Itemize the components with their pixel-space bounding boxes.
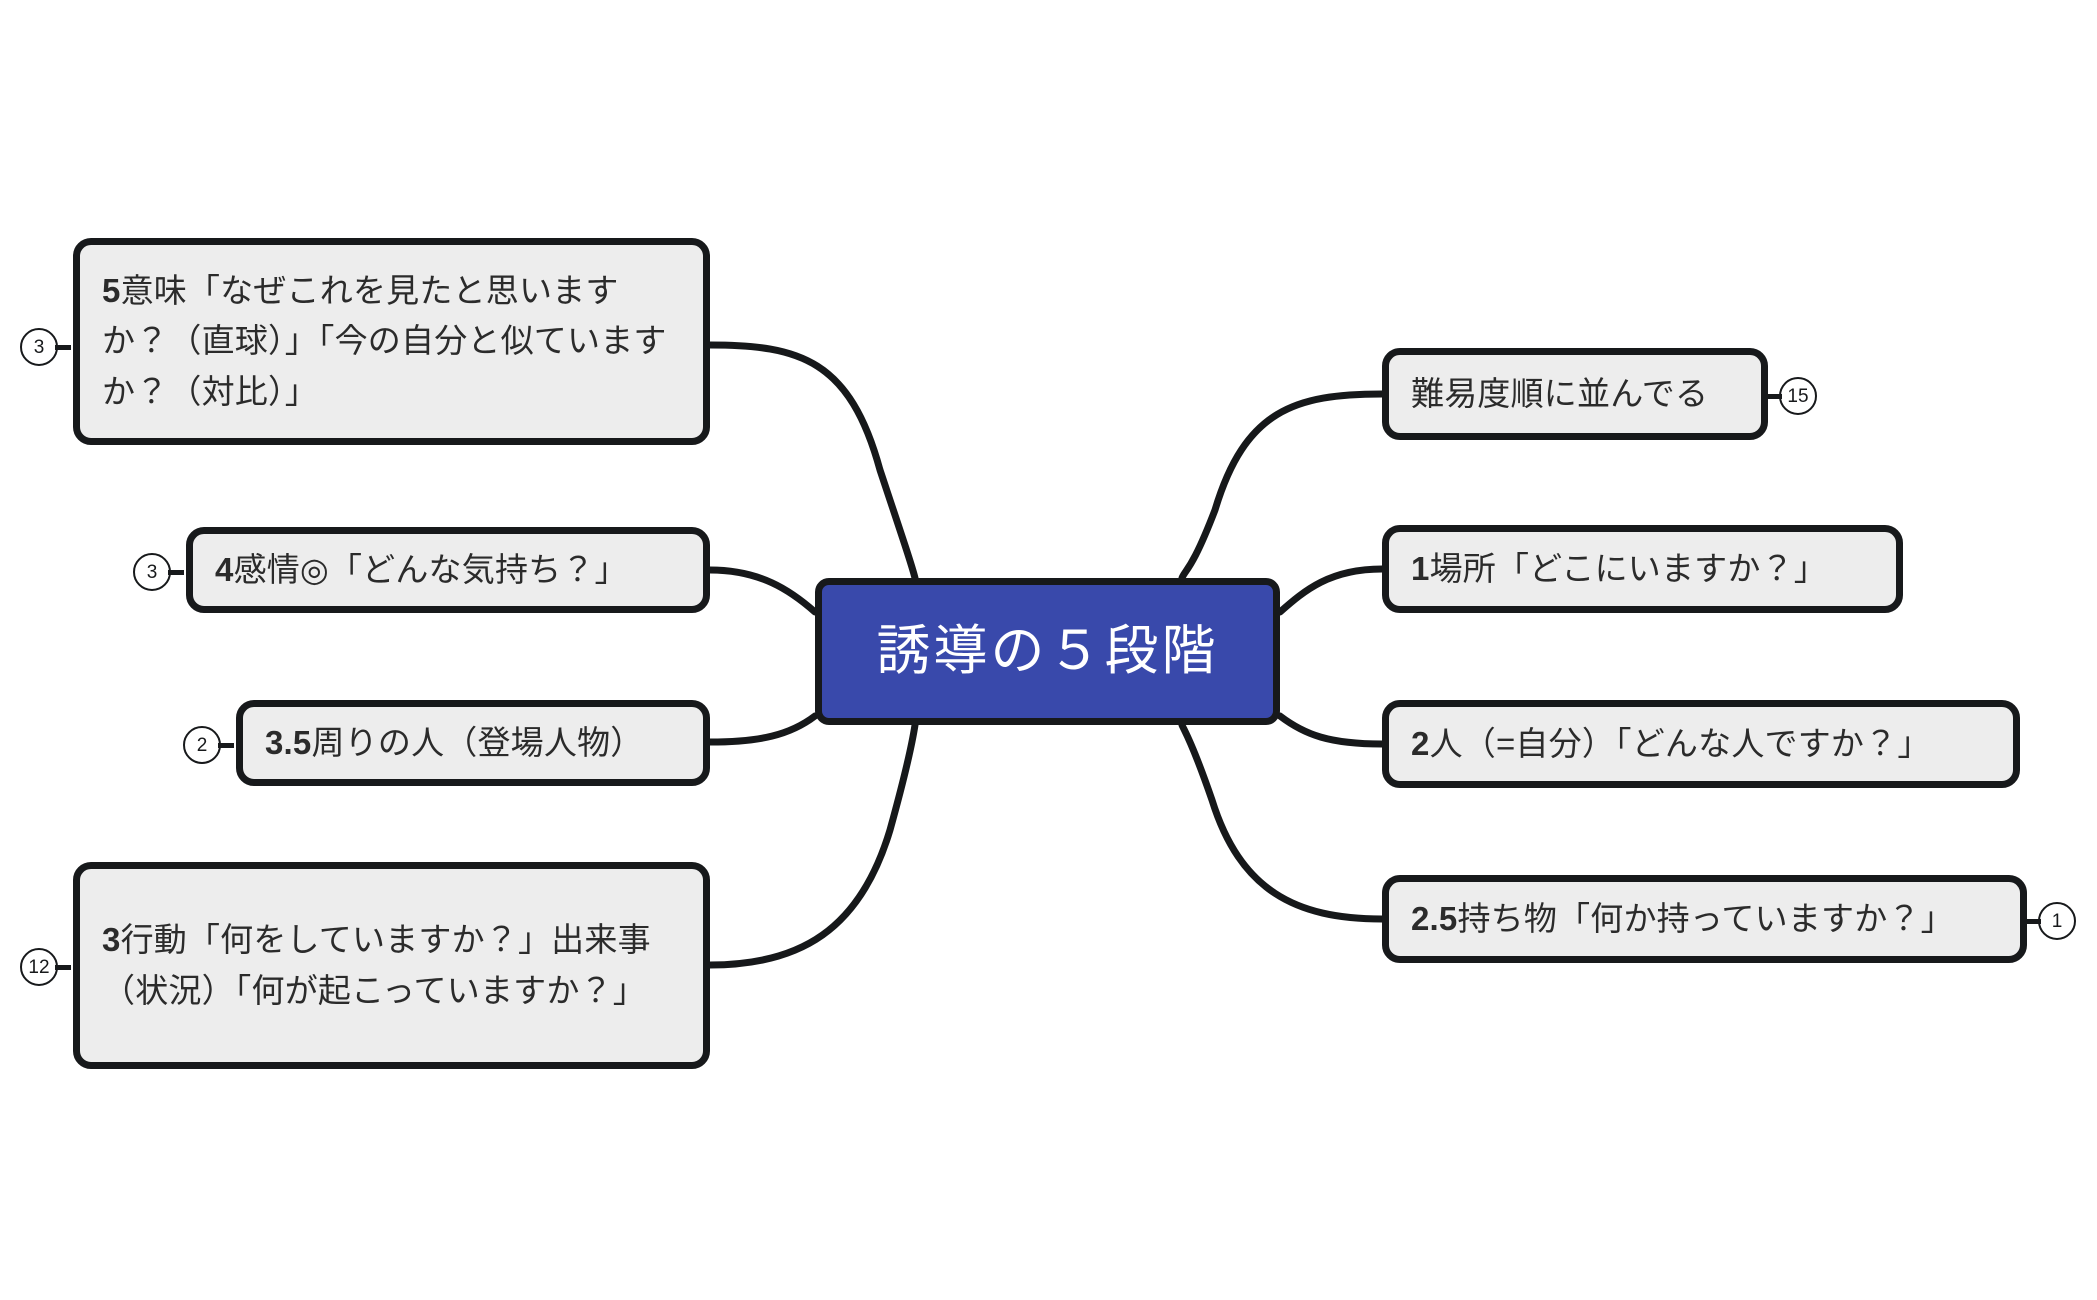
badge-meaning-value: 3 <box>33 336 45 358</box>
badge-action-event-value: 12 <box>28 956 50 978</box>
badge-difficulty-order: 15 <box>1766 377 1817 415</box>
node-person-index: 2 <box>1411 724 1430 762</box>
badge-surrounding-people: 2 <box>183 726 234 764</box>
badge-action-event: 12 <box>20 948 71 986</box>
node-center-label: 誘導の５段階 <box>876 621 1219 682</box>
node-place-label: 1場所「どこにいますか？」 <box>1411 549 1827 587</box>
edge-person <box>1276 712 1386 748</box>
node-meaning-label: 5意味「なぜこれを見たと思いますか？（直球）」「今の自分と似ていますか？（対比）… <box>102 272 667 410</box>
node-difficulty-order-label: 難易度順に並んでる <box>1411 374 1709 412</box>
edge-action-event <box>706 721 919 969</box>
node-surrounding-people[interactable]: 3.5周りの人（登場人物） <box>236 700 710 786</box>
node-action-event[interactable]: 3行動「何をしていますか？」出来事（状況）「何が起こっていますか？」 <box>73 862 710 1069</box>
node-surrounding-people-index: 3.5 <box>265 723 312 761</box>
edge-place <box>1276 565 1386 616</box>
badge-surrounding-people-value: 2 <box>196 734 208 756</box>
edge-meaning <box>706 341 919 582</box>
badge-stub <box>2025 918 2041 924</box>
node-surrounding-people-label: 3.5周りの人（登場人物） <box>265 723 644 761</box>
node-emotion-index: 4 <box>215 550 234 588</box>
node-action-event-label: 3行動「何をしていますか？」出来事（状況）「何が起こっていますか？」 <box>102 921 651 1009</box>
badge-meaning: 3 <box>20 328 71 366</box>
edge-emotion <box>706 566 819 616</box>
badge-difficulty-order-value: 15 <box>1787 385 1809 407</box>
node-emotion-label: 4感情◎「どんな気持ち？」 <box>215 550 628 588</box>
edge-surrounding-people <box>706 712 819 746</box>
node-person-label: 2人（=自分）「どんな人ですか？」 <box>1411 724 1931 762</box>
badge-stub <box>55 964 71 970</box>
node-action-event-index: 3 <box>102 921 121 959</box>
node-difficulty-order[interactable]: 難易度順に並んでる <box>1382 348 1768 440</box>
edge-difficulty-order <box>1178 390 1386 582</box>
node-belongings-label: 2.5持ち物「何か持っていますか？」 <box>1411 899 1954 937</box>
badge-emotion-value: 3 <box>146 561 158 583</box>
node-meaning-index: 5 <box>102 272 121 310</box>
edge-belongings <box>1178 721 1386 923</box>
node-belongings[interactable]: 2.5持ち物「何か持っていますか？」 <box>1382 875 2027 963</box>
badge-stub <box>218 742 234 748</box>
node-center[interactable]: 誘導の５段階 <box>815 578 1280 725</box>
node-emotion[interactable]: 4感情◎「どんな気持ち？」 <box>186 527 710 613</box>
node-belongings-index: 2.5 <box>1411 899 1458 937</box>
node-place-index: 1 <box>1411 549 1430 587</box>
node-place[interactable]: 1場所「どこにいますか？」 <box>1382 525 1903 613</box>
badge-emotion: 3 <box>133 553 184 591</box>
badge-stub <box>1766 393 1782 399</box>
badge-belongings: 1 <box>2025 902 2076 940</box>
node-person[interactable]: 2人（=自分）「どんな人ですか？」 <box>1382 700 2020 788</box>
badge-belongings-value: 1 <box>2051 910 2063 932</box>
badge-stub <box>55 344 71 350</box>
badge-stub <box>168 569 184 575</box>
node-meaning[interactable]: 5意味「なぜこれを見たと思いますか？（直球）」「今の自分と似ていますか？（対比）… <box>73 238 710 445</box>
